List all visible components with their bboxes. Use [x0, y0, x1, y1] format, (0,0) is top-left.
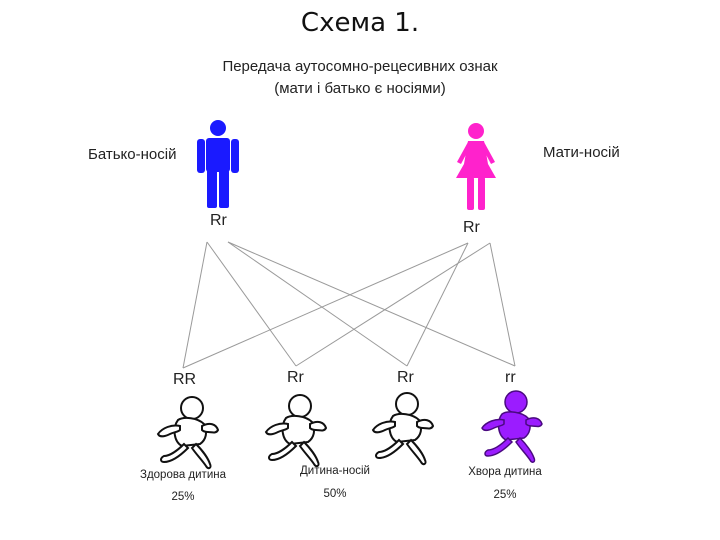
- child-1-percent: 25%: [171, 491, 195, 503]
- healthy-baby-icon: [157, 396, 219, 470]
- sick-baby-icon: [481, 390, 543, 463]
- father-genotype: Rr: [210, 212, 227, 229]
- inheritance-line-1: [182, 241, 208, 369]
- diagram-heading-line1: Передача аутосомно-рецесивних ознак: [222, 58, 498, 75]
- father-label: Батько-носій: [88, 146, 177, 163]
- mother-genotype: Rr: [463, 219, 480, 236]
- mother-figure-icon: [456, 123, 496, 210]
- inheritance-line-3: [227, 241, 408, 367]
- child-4-percent: 25%: [493, 489, 517, 501]
- inheritance-line-7: [295, 242, 491, 367]
- child-2-percent: 50%: [323, 488, 347, 500]
- child-4-genotype: rr: [505, 369, 516, 386]
- child-4-caption: Хвора дитина: [468, 466, 542, 478]
- inheritance-line-5: [182, 242, 469, 369]
- inheritance-line-8: [489, 242, 516, 367]
- inheritance-line-6: [406, 242, 469, 367]
- diagram-heading-line2: (мати і батько є носіями): [274, 80, 446, 97]
- slide-title: Схема 1.: [300, 8, 420, 38]
- child-2-genotype: Rr: [287, 369, 304, 386]
- inheritance-line-2: [206, 241, 297, 367]
- child-1-genotype: RR: [173, 371, 197, 388]
- father-figure-icon: [197, 120, 239, 208]
- child-2-caption: Дитина-носій: [300, 465, 370, 477]
- carrier-baby-icon: [372, 392, 434, 466]
- child-3-genotype: Rr: [397, 369, 414, 386]
- inheritance-line-4: [227, 241, 516, 367]
- mother-label: Мати-носій: [543, 144, 620, 161]
- child-1-caption: Здорова дитина: [140, 469, 226, 481]
- carrier-baby-icon: [265, 394, 327, 468]
